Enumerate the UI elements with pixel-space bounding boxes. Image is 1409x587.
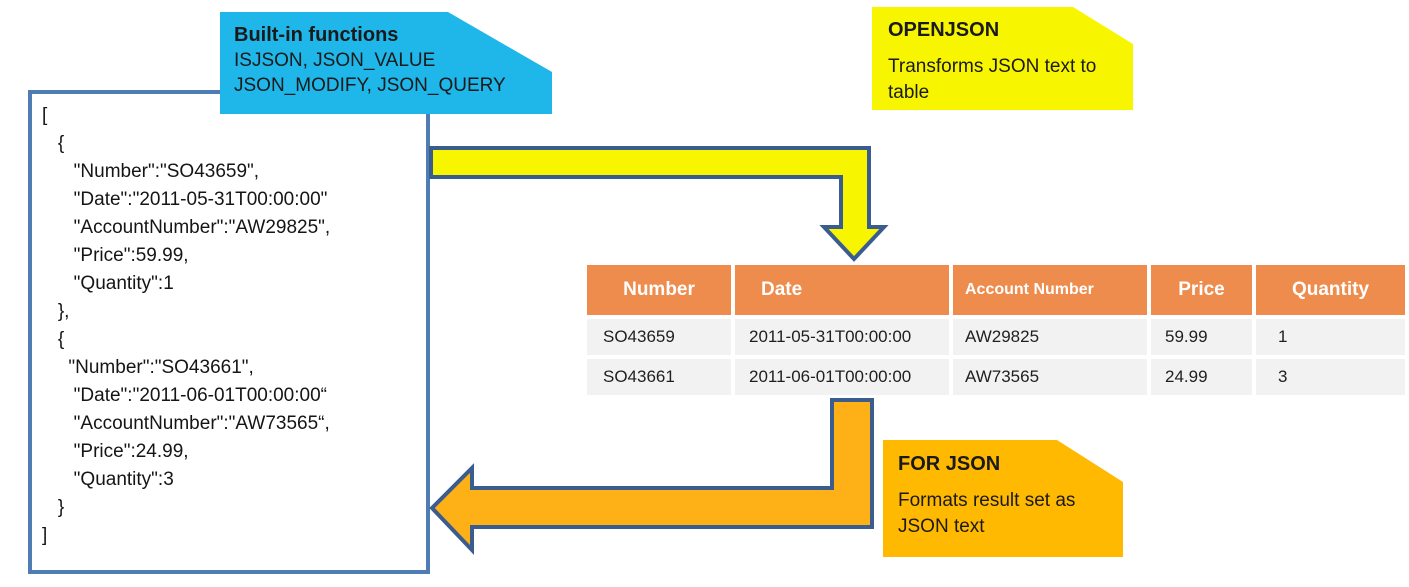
json-line: }	[42, 497, 65, 518]
json-line: "Price":24.99,	[42, 441, 189, 462]
builtin-functions-line2: JSON_MODIFY, JSON_QUERY	[234, 75, 506, 96]
table-header-number: Number	[587, 265, 731, 315]
table-cell: AW29825	[953, 319, 1147, 355]
table-cell: SO43659	[587, 319, 731, 355]
openjson-title: OPENJSON	[888, 19, 1000, 41]
openjson-arrow-icon	[429, 146, 889, 262]
table-cell: 3	[1256, 359, 1405, 395]
table-cell: 24.99	[1151, 359, 1252, 395]
table-cell: 2011-06-01T00:00:00	[735, 359, 949, 395]
table-header-quantity: Quantity	[1256, 265, 1405, 315]
result-table: Number Date Account Number Price Quantit…	[587, 265, 1405, 395]
openjson-description: Transforms JSON text to table	[888, 56, 1097, 103]
json-line: "Number":"SO43661",	[42, 357, 254, 378]
table-cell: SO43661	[587, 359, 731, 395]
json-line: "Quantity":3	[42, 469, 174, 490]
table-header-date: Date	[735, 265, 949, 315]
json-line: ]	[42, 525, 48, 546]
forjson-arrow-icon	[429, 398, 874, 555]
json-line: "Date":"2011-05-31T00:00:00"	[42, 189, 328, 210]
table-cell: AW73565	[953, 359, 1147, 395]
forjson-callout: FOR JSON Formats result set as JSON text	[883, 440, 1123, 557]
forjson-title: FOR JSON	[898, 453, 1001, 475]
json-line: "Number":"SO43659",	[42, 161, 260, 182]
json-text: [ { "Number":"SO43659", "Date":"2011-05-…	[32, 94, 426, 550]
openjson-callout: OPENJSON Transforms JSON text to table	[872, 7, 1133, 110]
table-cell: 59.99	[1151, 319, 1252, 355]
json-text-panel: [ { "Number":"SO43659", "Date":"2011-05-…	[28, 90, 430, 574]
json-line: {	[42, 133, 65, 154]
builtin-functions-line1: ISJSON, JSON_VALUE	[234, 50, 436, 71]
json-line: },	[42, 301, 70, 322]
table-header-account-number: Account Number	[953, 265, 1147, 315]
json-line: [	[42, 105, 48, 126]
json-line: "Price":59.99,	[42, 245, 189, 266]
json-line: "Quantity":1	[42, 273, 174, 294]
builtin-functions-callout: Built-in functions ISJSON, JSON_VALUE JS…	[220, 12, 552, 114]
json-line: {	[42, 329, 65, 350]
json-line: "Date":"2011-06-01T00:00:00“	[42, 385, 327, 406]
table-cell: 2011-05-31T00:00:00	[735, 319, 949, 355]
json-line: "AccountNumber":"AW73565“,	[42, 413, 330, 434]
forjson-description: Formats result set as JSON text	[898, 490, 1076, 537]
table-cell: 1	[1256, 319, 1405, 355]
builtin-functions-title: Built-in functions	[234, 24, 399, 46]
json-line: "AccountNumber":"AW29825",	[42, 217, 331, 238]
table-header-price: Price	[1151, 265, 1252, 315]
